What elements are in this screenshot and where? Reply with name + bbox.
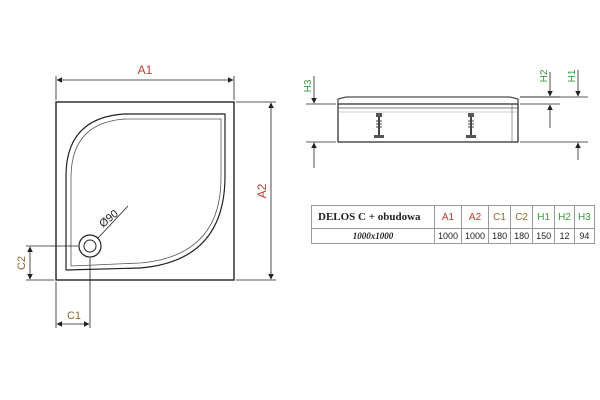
- header-c1: C1: [488, 205, 512, 229]
- drain-outer: [78, 234, 102, 258]
- top-view: Ø90 A1 A2 C1 C2: [16, 63, 276, 328]
- value-h3: 94: [573, 228, 595, 244]
- value-c1: 180: [488, 228, 512, 244]
- side-view: H3 H2 H1: [303, 69, 588, 168]
- value-h2: 12: [554, 228, 575, 244]
- header-c2: C2: [510, 205, 534, 229]
- h3-label: H3: [303, 79, 314, 92]
- c1-label: C1: [67, 310, 81, 322]
- basin-outer-edge: [65, 113, 226, 271]
- header-a2: A2: [461, 205, 490, 229]
- basin-inner-edge: [70, 118, 222, 267]
- leg-left: [374, 113, 384, 138]
- c2-label: C2: [16, 256, 28, 270]
- tray-side-rim: [337, 96, 519, 104]
- drain-inner: [83, 239, 97, 253]
- h1-label: H1: [567, 69, 578, 82]
- dimensions-table: DELOS C + obudowa A1 A2 C1 C2 H1 H2 H3 1…: [311, 205, 595, 244]
- table-header-row: DELOS C + obudowa A1 A2 C1 C2 H1 H2 H3: [311, 205, 595, 229]
- tray-outline: [55, 101, 235, 281]
- drain-diameter-label: Ø90: [97, 208, 121, 231]
- header-h3: H3: [573, 205, 595, 229]
- drain-leader: [97, 205, 129, 239]
- value-h1: 150: [532, 228, 556, 244]
- size-value: 1000x1000: [311, 228, 435, 244]
- leg-right: [466, 113, 476, 138]
- header-h2: H2: [554, 205, 575, 229]
- a2-label: A2: [255, 183, 269, 198]
- model-name: DELOS C + obudowa: [311, 205, 435, 229]
- value-a2: 1000: [461, 228, 490, 244]
- value-a1: 1000: [433, 228, 463, 244]
- value-c2: 180: [510, 228, 534, 244]
- header-h1: H1: [532, 205, 556, 229]
- tray-side-body: [337, 103, 519, 143]
- a1-label: A1: [138, 63, 153, 77]
- table-row: 1000x1000 1000 1000 180 180 150 12 94: [311, 228, 595, 244]
- h2-label: H2: [539, 69, 550, 82]
- header-a1: A1: [433, 205, 463, 229]
